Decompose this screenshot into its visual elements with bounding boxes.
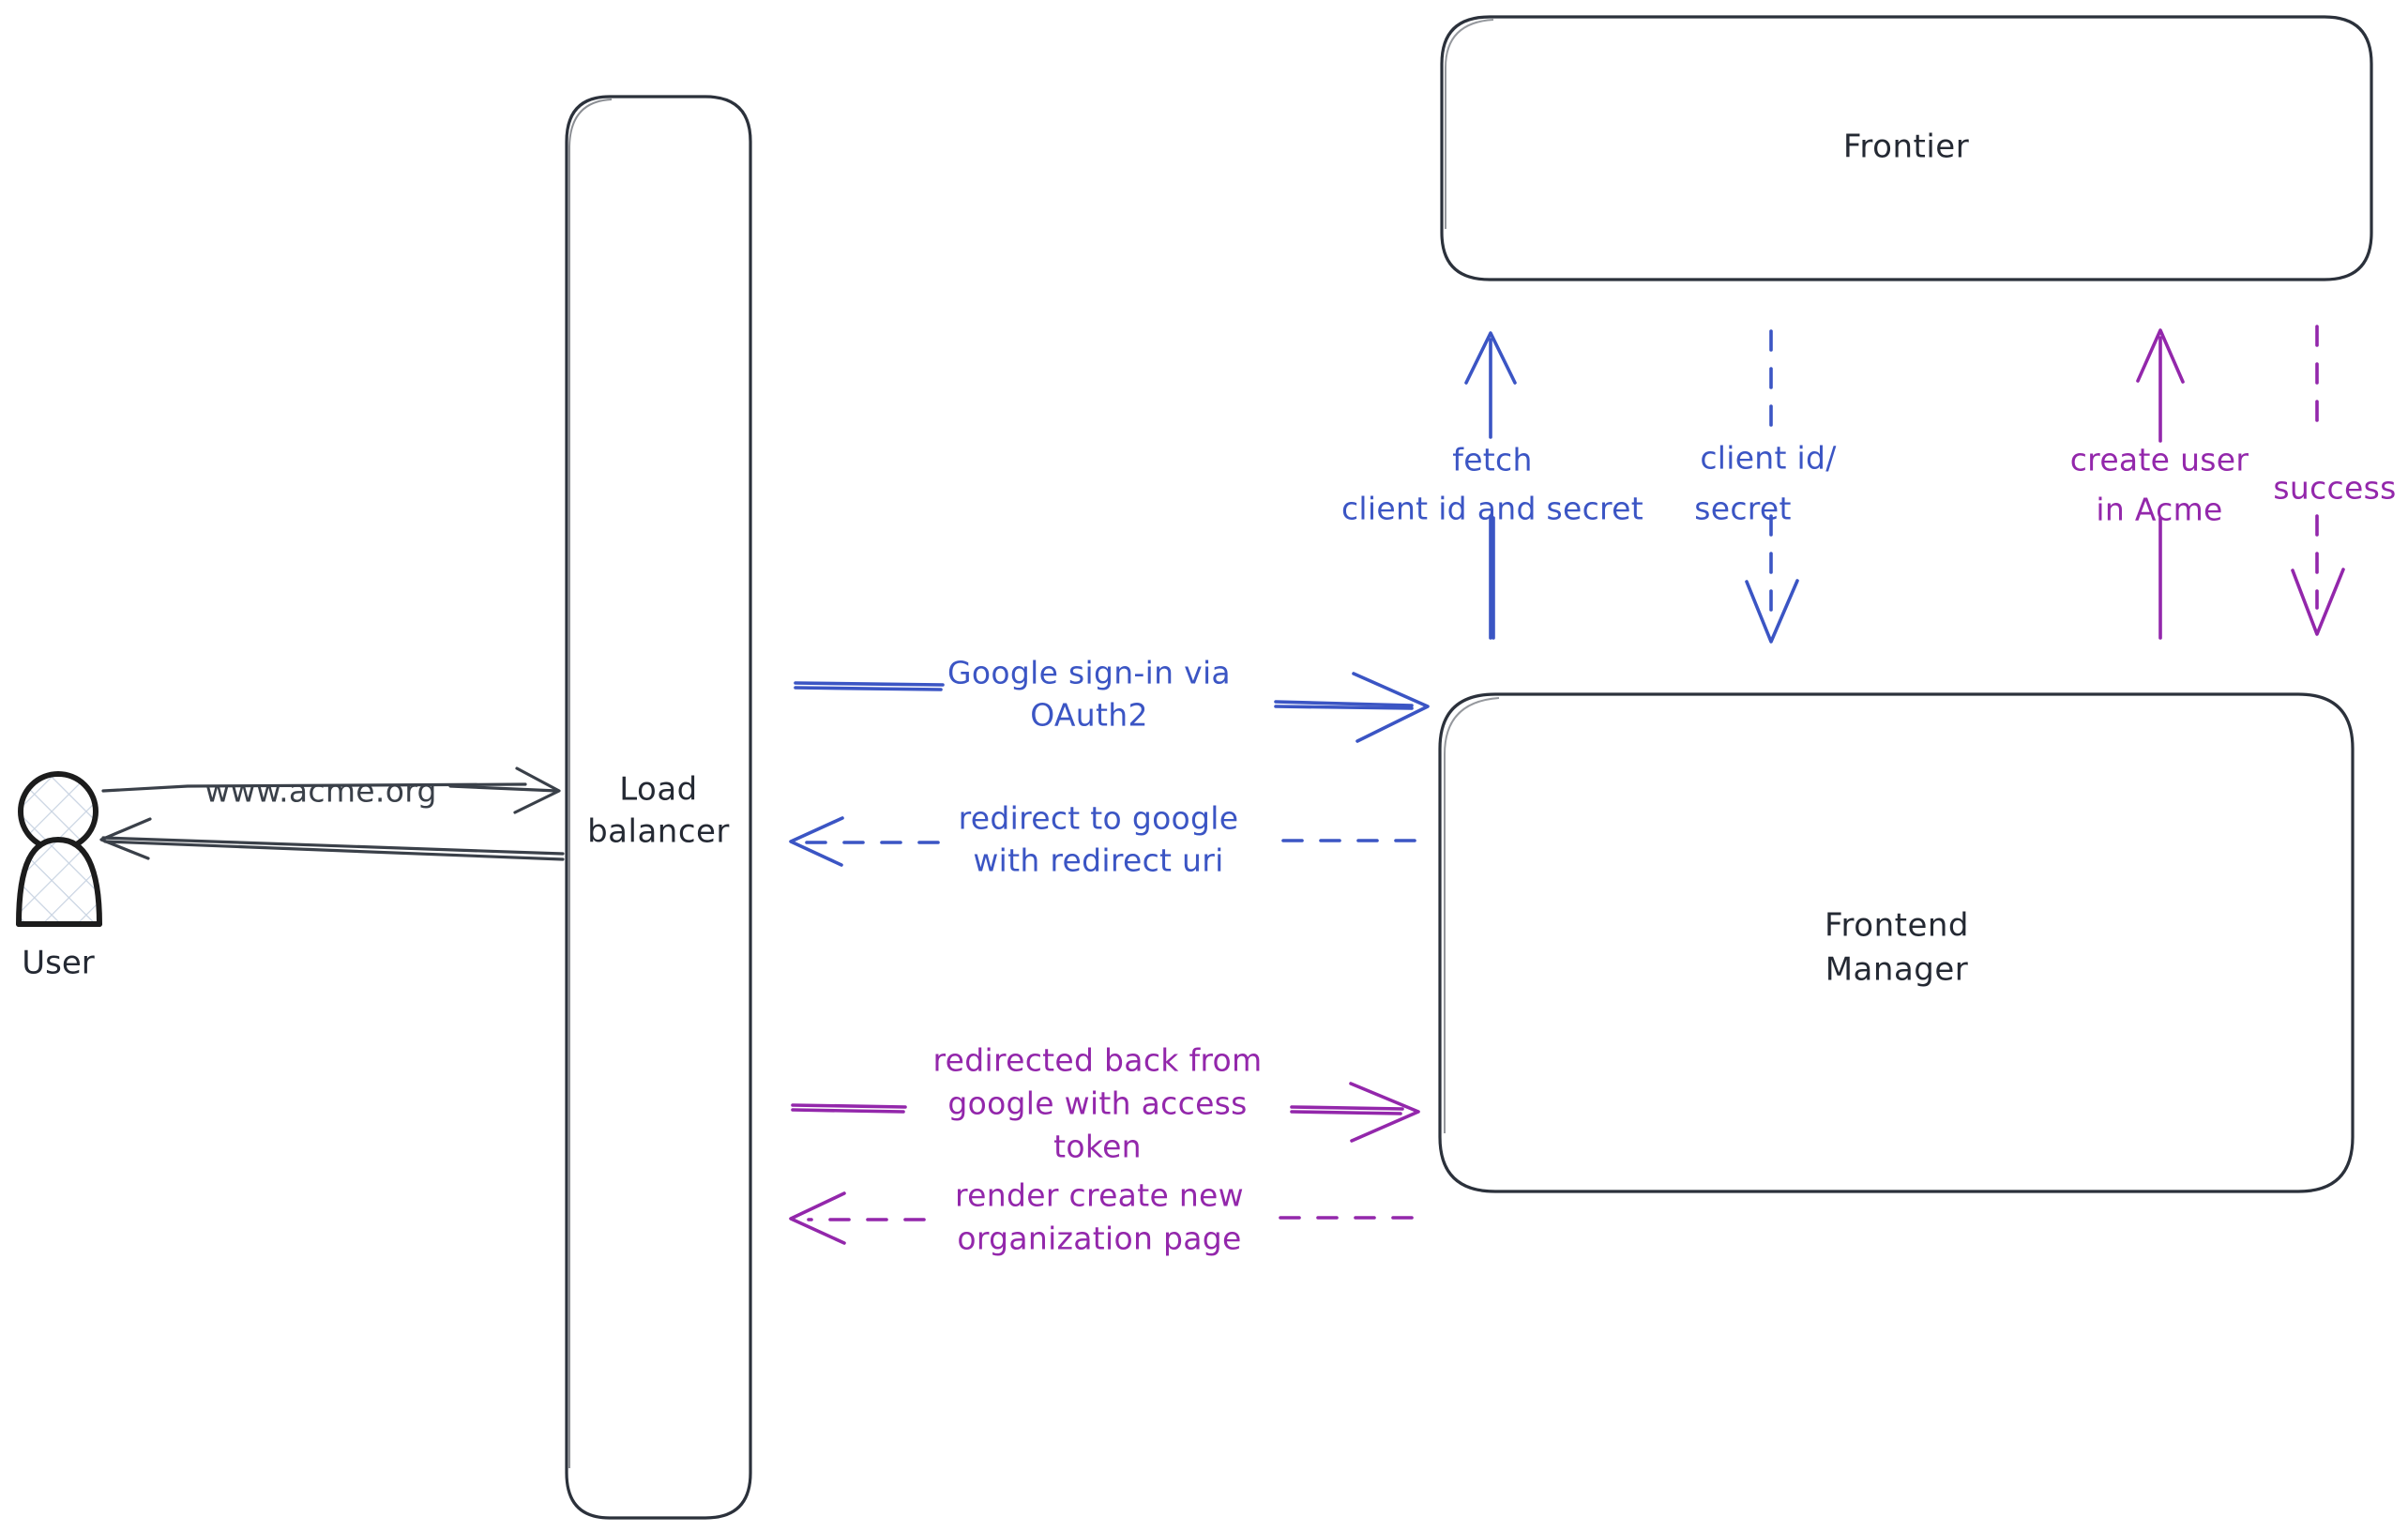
edge-user-to-loadbalancer: www.acme.org (101, 766, 561, 814)
node-frontier[interactable]: Frontier (1440, 15, 2373, 281)
edge-client-id-secret-response: client id/ secret (1694, 329, 1837, 644)
person-icon (16, 771, 102, 927)
edge-render-create-org-label-line1: render create new (955, 1177, 1244, 1214)
edge-success-label: success (2273, 470, 2396, 507)
edge-user-to-loadbalancer-label: www.acme.org (204, 773, 436, 810)
node-frontend-manager[interactable]: Frontend Manager (1438, 692, 2355, 1193)
user-actor: User (16, 771, 102, 982)
user-actor-label: User (22, 945, 95, 982)
node-frontend-manager-label-line2: Manager (1825, 951, 1969, 989)
edge-render-create-organization: render create new organization page (789, 1177, 1414, 1257)
edge-client-id-secret-label-line2: secret (1694, 491, 1792, 527)
edge-client-id-secret-label-line1: client id/ (1700, 440, 1837, 477)
edge-create-user-success: success (2273, 325, 2396, 636)
edge-create-user-in-acme: create user in Acme (2070, 328, 2249, 640)
node-frontier-label-line1: Frontier (1843, 129, 1969, 166)
edge-redirected-back-with-token: redirected back from google with access … (791, 1042, 1420, 1165)
edge-redirect-to-google-label-line2: with redirect uri (973, 842, 1223, 879)
edge-fetch-label-line2: client id and secret (1341, 491, 1643, 527)
edge-google-signin-oauth2: Google sign-in via OAuth2 (794, 655, 1430, 743)
edge-create-user-label-line1: create user (2070, 442, 2249, 478)
edge-google-signin-label-line1: Google sign-in via (947, 655, 1231, 691)
edge-redirect-to-google: redirect to google with redirect uri (789, 800, 1416, 879)
edge-create-user-label-line2: in Acme (2096, 492, 2222, 528)
edge-fetch-label-line1: fetch (1452, 442, 1532, 478)
edge-redirected-back-label-line2: google with access (947, 1085, 1247, 1122)
edge-fetch-client-id-and-secret: fetch client id and secret (1341, 331, 1643, 640)
node-frontend-manager-label-line1: Frontend (1825, 907, 1969, 945)
node-load-balancer-label-line2: balancer (587, 813, 730, 851)
edge-loadbalancer-to-user (99, 817, 565, 861)
edge-google-signin-label-line2: OAuth2 (1030, 697, 1148, 734)
edge-render-create-org-label-line2: organization page (957, 1221, 1241, 1257)
node-load-balancer[interactable]: Load balancer (565, 95, 752, 1520)
edge-redirect-to-google-label-line1: redirect to google (959, 800, 1239, 837)
edge-redirected-back-label-line3: token (1053, 1129, 1142, 1165)
node-load-balancer-label-line1: Load (619, 771, 698, 809)
edge-redirected-back-label-line1: redirected back from (933, 1042, 1263, 1079)
